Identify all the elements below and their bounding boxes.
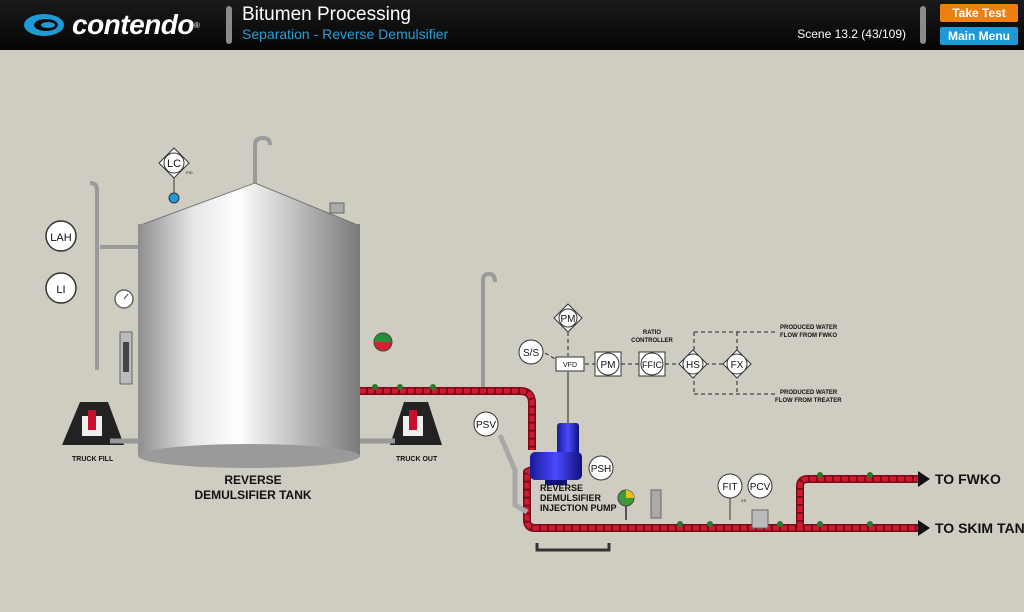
- pipe-valves: [372, 384, 873, 527]
- tank-label-line2: DEMULSIFIER TANK: [194, 488, 311, 502]
- scene-counter: Scene 13.2 (43/109): [797, 27, 906, 41]
- pump-label-line3: INJECTION PUMP: [540, 503, 617, 513]
- li-indicator: LI: [45, 272, 77, 304]
- lc-tag: LC: [167, 158, 181, 170]
- to-fwko-arrow-icon: [918, 471, 930, 487]
- svg-text:FX: FX: [731, 360, 744, 371]
- svg-text:LI: LI: [56, 284, 65, 296]
- header-bar: contendo® Bitumen Processing Separation …: [0, 0, 1024, 50]
- process-diagram: TRUCK FILL TRUCK OUT: [45, 135, 1024, 552]
- discharge-pressure-gauge: [617, 489, 635, 520]
- svg-text:HS: HS: [686, 360, 700, 371]
- svg-text:PRODUCED WATER: PRODUCED WATER: [780, 390, 838, 396]
- svg-text:FLOW FROM TREATER: FLOW FROM TREATER: [775, 398, 842, 404]
- fx-function: FX: [722, 349, 752, 379]
- pcv-valve: PCV: [747, 473, 773, 499]
- truck-fill-label: TRUCK FILL: [72, 456, 114, 463]
- svg-text:FIT: FIT: [723, 482, 738, 493]
- svg-text:PID: PID: [186, 170, 193, 175]
- page-subtitle: Separation - Reverse Demulsifier: [242, 26, 449, 42]
- recirc-line: [497, 434, 529, 515]
- truck-out-label: TRUCK OUT: [396, 456, 438, 463]
- ffic-controller: FFIC RATIO CONTROLLER: [631, 330, 673, 377]
- svg-text:RATIO: RATIO: [643, 330, 662, 336]
- psv-valve: PSV: [473, 411, 499, 437]
- pump-label-line1: REVERSE: [540, 483, 583, 493]
- svg-text:S/S: S/S: [523, 348, 539, 359]
- vent-pipes: [89, 135, 497, 390]
- demulsifier-tank: [137, 182, 361, 468]
- truck-fill-connection: TRUCK FILL: [62, 402, 140, 463]
- psh-switch: PSH: [588, 455, 614, 481]
- svg-text:LAH: LAH: [50, 232, 71, 244]
- ss-switch: S/S: [518, 339, 544, 365]
- page-title: Bitumen Processing: [242, 4, 411, 25]
- vfd-box: VFD: [555, 356, 585, 372]
- svg-text:PM: PM: [561, 314, 576, 325]
- contendo-logo: contendo®: [22, 6, 200, 44]
- svg-text:PM: PM: [601, 360, 616, 371]
- svg-text:CONTROLLER: CONTROLLER: [631, 338, 673, 344]
- svg-text:PRODUCED WATER: PRODUCED WATER: [780, 325, 838, 331]
- header-divider-left: [226, 6, 232, 44]
- svg-text:PCV: PCV: [750, 482, 771, 493]
- to-fwko-label: TO FWKO: [935, 471, 1001, 487]
- pump-skid: [535, 543, 611, 552]
- svg-text:PSH: PSH: [591, 464, 612, 475]
- hs-switch: HS: [678, 349, 708, 379]
- to-skim-arrow-icon: [918, 520, 930, 536]
- header-divider-right: [920, 6, 926, 44]
- take-test-button[interactable]: Take Test: [940, 4, 1018, 22]
- to-skim-label: TO SKIM TAN: [935, 520, 1024, 536]
- pump-label-line2: DEMULSIFIER: [540, 493, 602, 503]
- truck-out-connection: TRUCK OUT: [360, 402, 442, 463]
- tank-status-gauge: [373, 332, 393, 352]
- svg-text:FLOW FROM FWKO: FLOW FROM FWKO: [780, 333, 837, 339]
- svg-text:FFIC: FFIC: [642, 360, 662, 370]
- contendo-swirl-icon: [24, 14, 64, 36]
- brand-name: contendo: [72, 9, 195, 40]
- lc-controller: LC PID: [158, 147, 193, 204]
- svg-text:VFD: VFD: [563, 362, 577, 369]
- tank-label-line1: REVERSE: [224, 473, 281, 487]
- fit-transmitter: FIT XS: [717, 473, 747, 520]
- pm-top-diamond: PM: [553, 303, 583, 333]
- sample-cylinder: [650, 489, 662, 519]
- pcv-body: [751, 509, 769, 529]
- svg-text:PSV: PSV: [476, 420, 496, 431]
- pressure-gauge: [114, 289, 134, 309]
- main-menu-button[interactable]: Main Menu: [940, 27, 1018, 45]
- process-pipe: [360, 387, 920, 532]
- pm-box: PM: [594, 351, 622, 377]
- lah-indicator: LAH: [45, 220, 77, 252]
- svg-text:XS: XS: [741, 498, 747, 503]
- injection-pump: [530, 423, 582, 485]
